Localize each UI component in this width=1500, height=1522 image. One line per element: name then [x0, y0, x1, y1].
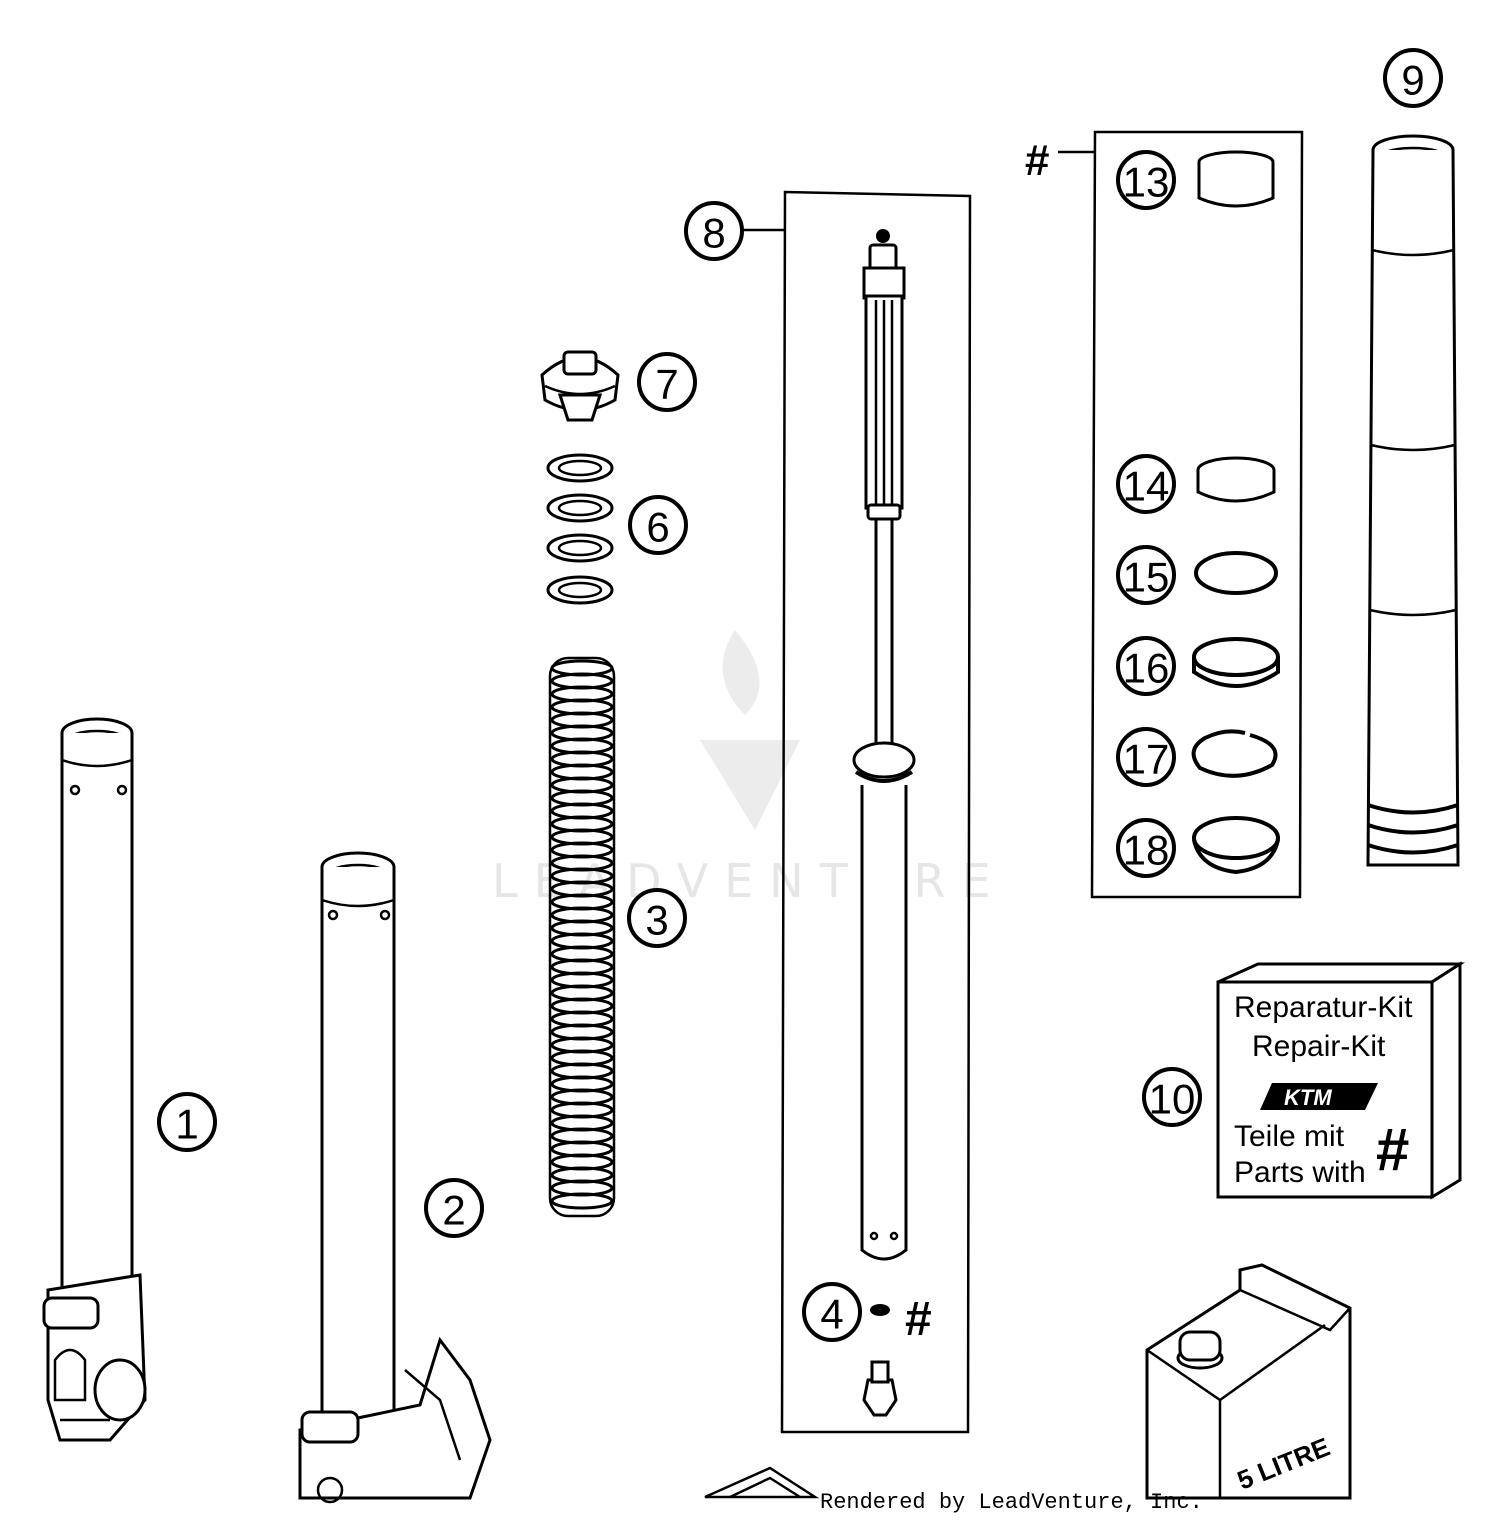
svg-text:8: 8	[702, 210, 725, 257]
watermark: LEADVENTURE	[492, 630, 991, 908]
svg-text:7: 7	[655, 361, 678, 408]
svg-text:14: 14	[1123, 463, 1170, 510]
svg-text:6: 6	[646, 504, 669, 551]
spacer-washers	[546, 453, 614, 605]
top-cap	[540, 350, 620, 422]
spring-coil	[550, 1192, 614, 1210]
kit-symbol: #	[1376, 1116, 1409, 1183]
callout-16: 16	[1116, 636, 1176, 696]
spring-coils	[550, 659, 614, 1210]
svg-text:2: 2	[442, 1187, 465, 1234]
svg-text:15: 15	[1123, 554, 1170, 601]
svg-text:17: 17	[1123, 736, 1170, 783]
repair-kit-package: Reparatur-Kit Repair-Kit KTM Teile mit P…	[1216, 961, 1466, 1200]
callouts: 1 2 3 4 6 7 8 9 10 13 14 15 16 17 18	[157, 48, 1443, 1342]
repair-kit-parts-box: #	[1025, 130, 1304, 899]
svg-text:1: 1	[175, 1101, 198, 1148]
callout-17: 17	[1116, 727, 1176, 787]
callout-3: 3	[627, 888, 687, 948]
svg-text:10: 10	[1149, 1076, 1196, 1123]
callout-9: 9	[1383, 48, 1443, 108]
svg-text:4: 4	[820, 1291, 843, 1338]
callout-4: 4	[802, 1282, 862, 1342]
footer: Rendered by LeadVenture, Inc.	[704, 1466, 1203, 1515]
fork-spring	[548, 656, 616, 1218]
svg-text:16: 16	[1123, 645, 1170, 692]
callout-18: 18	[1116, 818, 1176, 878]
callout-14: 14	[1116, 454, 1176, 514]
footer-text: Rendered by LeadVenture, Inc.	[820, 1490, 1203, 1515]
fork-leg-left	[42, 717, 147, 1442]
kit-line4: Parts with	[1234, 1156, 1366, 1189]
callout-7: 7	[637, 352, 697, 412]
svg-text:13: 13	[1123, 159, 1170, 206]
callout-15: 15	[1116, 545, 1176, 605]
svg-text:KTM: KTM	[1284, 1085, 1332, 1110]
callout-1: 1	[157, 1092, 217, 1152]
callout-8: 8	[684, 201, 744, 261]
cartridge-assembly: #	[742, 190, 972, 1434]
kit-line3: Teile mit	[1234, 1120, 1345, 1153]
ktm-logo: KTM	[1260, 1083, 1378, 1110]
callout-10: 10	[1142, 1067, 1202, 1127]
fork-leg-right	[298, 851, 492, 1504]
svg-text:18: 18	[1123, 827, 1170, 874]
inner-tube	[1366, 134, 1460, 867]
svg-text:9: 9	[1401, 57, 1424, 104]
callout-2: 2	[424, 1178, 484, 1238]
oil-can: 5 LITRE	[1145, 1263, 1352, 1500]
svg-text:3: 3	[645, 897, 668, 944]
kit-line2: Repair-Kit	[1252, 1030, 1386, 1063]
kit-marker: #	[1025, 136, 1049, 185]
part4-marker: #	[905, 1293, 932, 1346]
callout-6: 6	[628, 495, 688, 555]
kit-line1: Reparatur-Kit	[1234, 991, 1413, 1024]
callout-13: 13	[1116, 150, 1176, 210]
